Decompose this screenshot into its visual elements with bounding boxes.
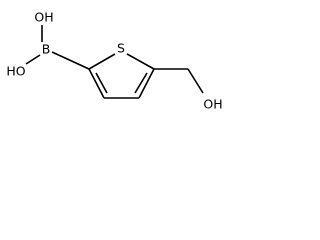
bond-ch2-oh <box>187 68 204 94</box>
atom-label-oh-left: HO <box>6 64 25 79</box>
bond-s1-c5 <box>126 53 155 70</box>
bond-c2-s1 <box>88 53 116 70</box>
atom-label-boron: B <box>42 42 51 57</box>
atom-label-oh-top: OH <box>34 10 53 25</box>
bond-boron-ring <box>51 51 90 70</box>
bond-c2-c3-inner <box>95 72 108 94</box>
chemical-structure: OH HO B S OH <box>6 10 222 112</box>
bond-c5-c4 <box>138 68 155 99</box>
bond-c3-c2 <box>88 68 105 99</box>
bond-c4-c5-inner <box>134 72 148 94</box>
atom-label-oh-right: OH <box>203 97 222 112</box>
atom-label-sulfur: S <box>117 41 125 56</box>
bond-boron-oh-left <box>25 54 41 65</box>
